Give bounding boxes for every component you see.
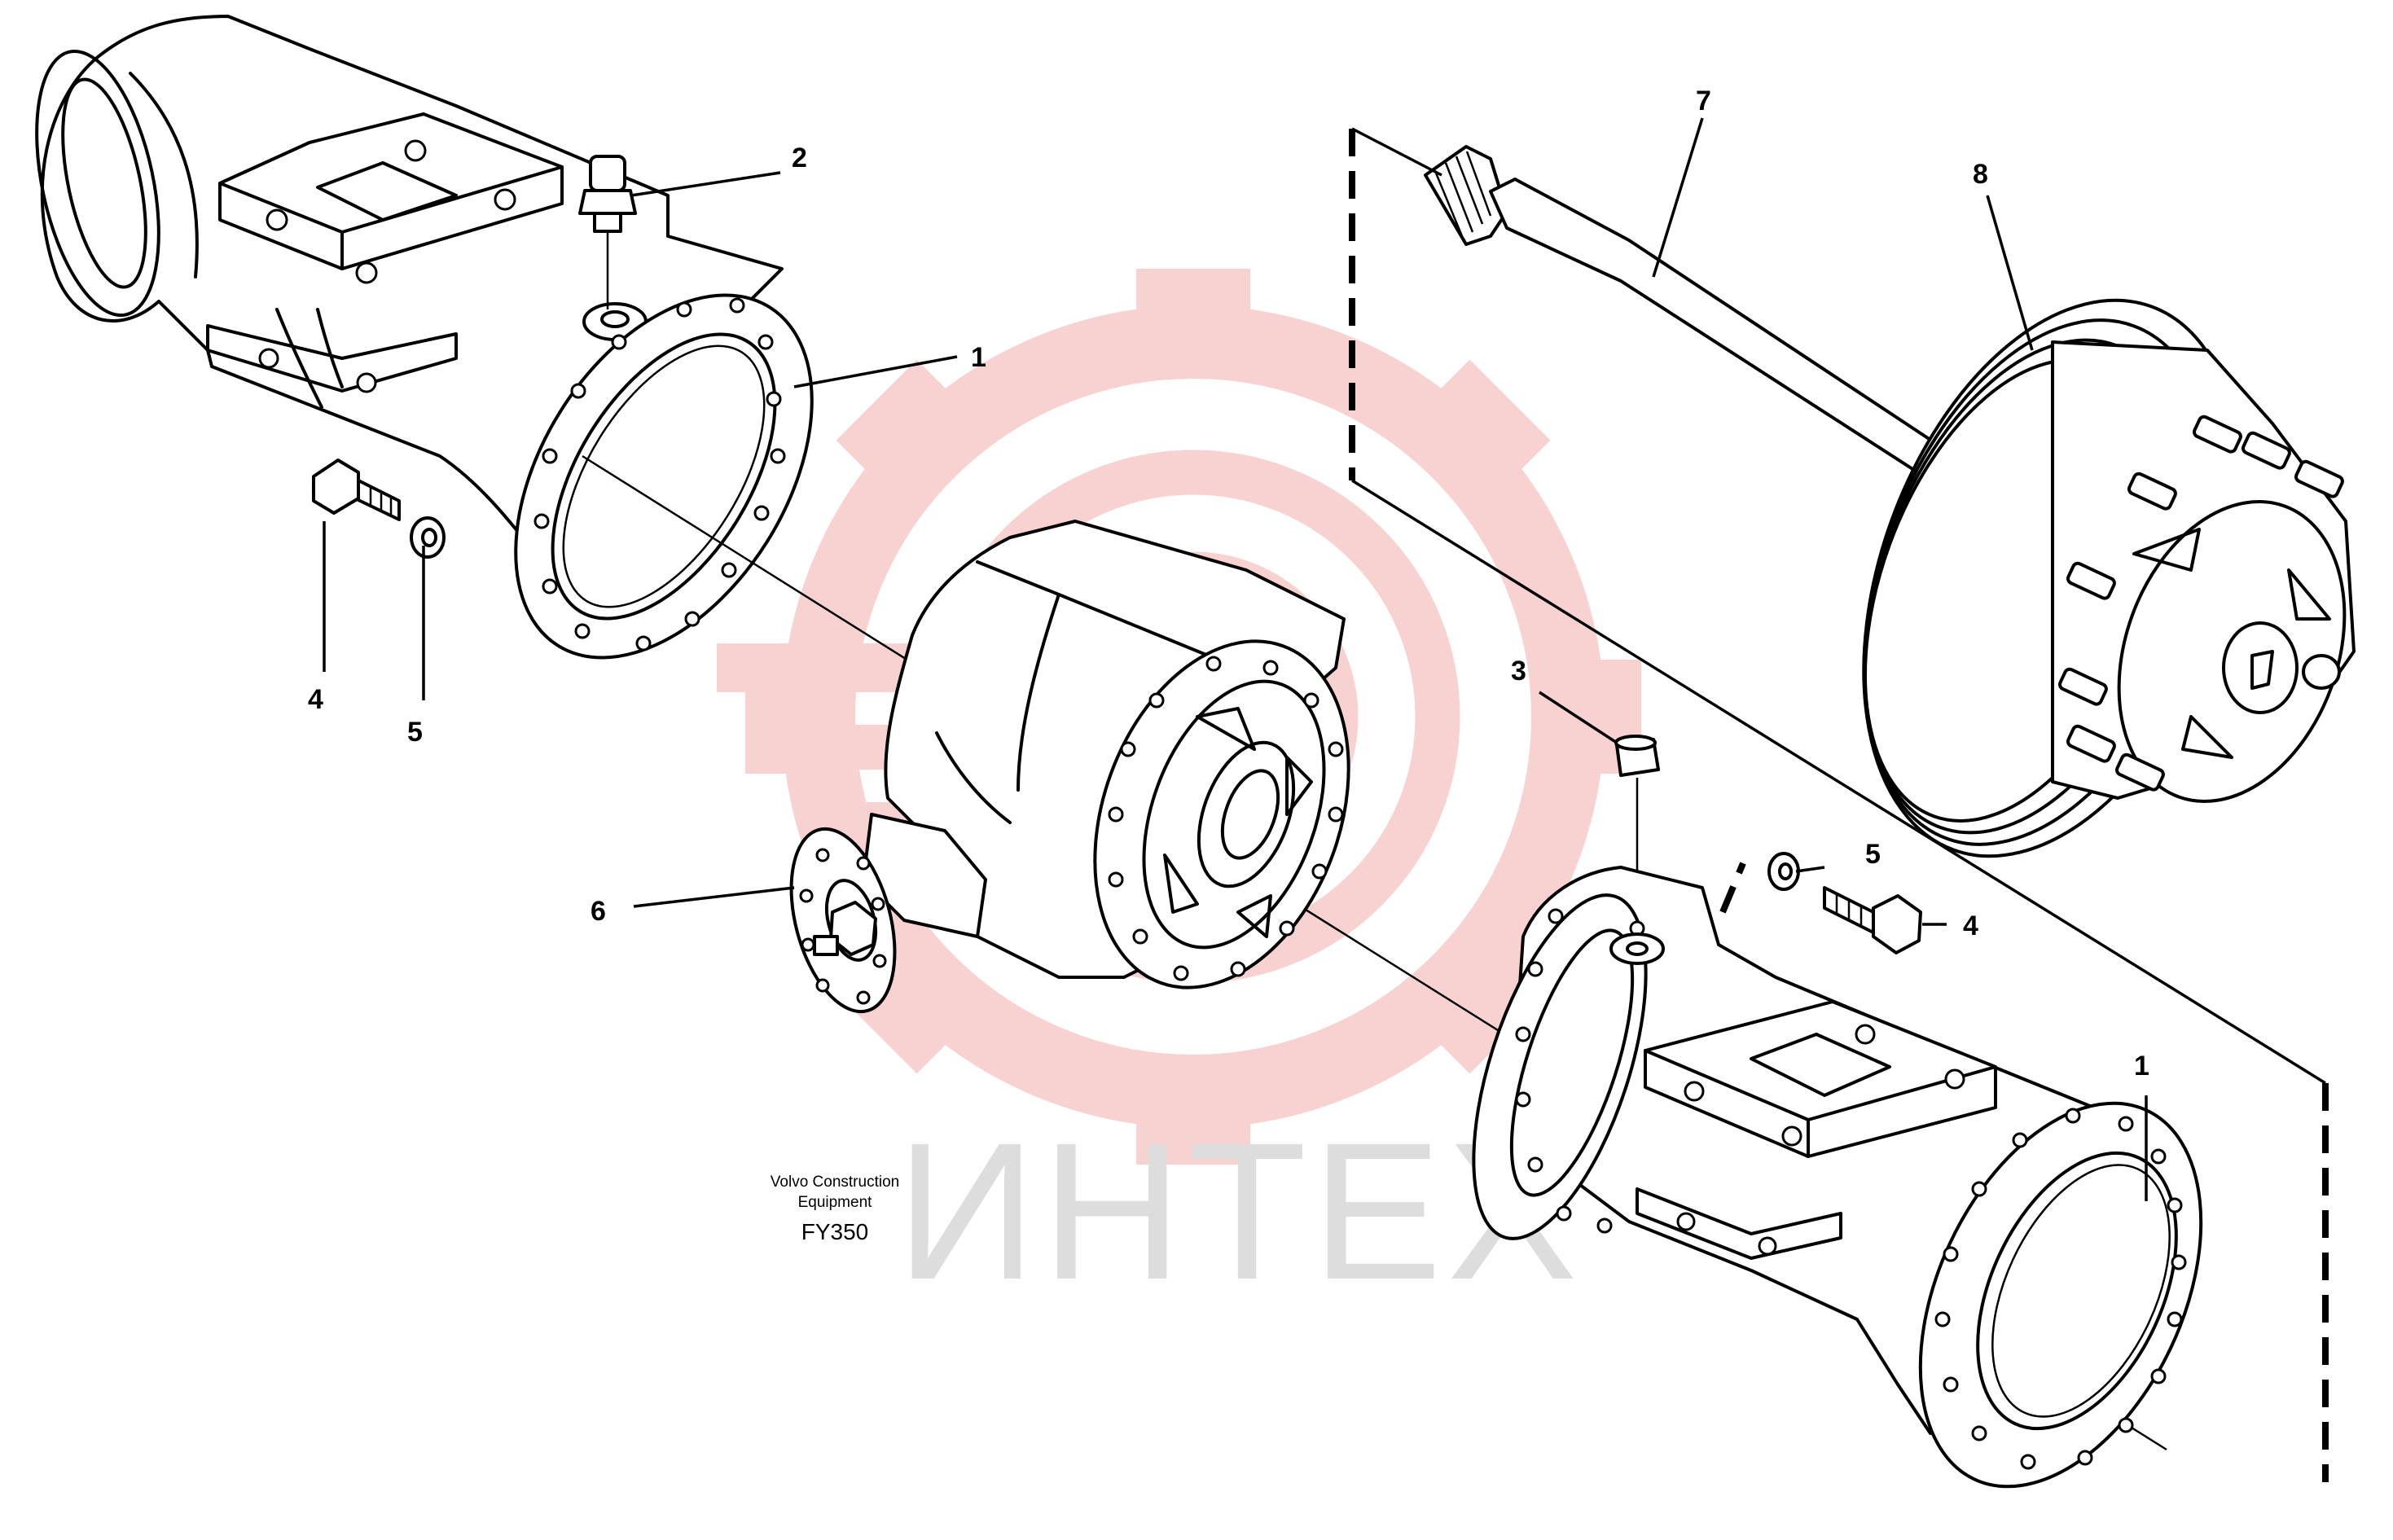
callout-7-drive-shaft: 7 — [1696, 86, 1711, 116]
washer-left — [410, 516, 446, 559]
watermark-text: ИНТЕХ — [896, 1102, 1583, 1320]
callout-2-breather: 2 — [792, 143, 807, 173]
diagram-code: FY350 — [801, 1219, 869, 1244]
axle-housing-left — [35, 15, 814, 660]
publisher-line-1: Volvo Construction — [771, 1174, 899, 1191]
callout-4-bolt-right: 4 — [1963, 910, 1978, 941]
dashed-assembly-line-bolt — [1719, 862, 1746, 914]
callout-1-left-housing: 1 — [971, 342, 986, 373]
callout-5-washer-right: 5 — [1865, 839, 1881, 870]
callout-8-hub: 8 — [1973, 159, 1988, 190]
drive-shaft — [1424, 145, 1932, 482]
callout-6-differential: 6 — [591, 896, 606, 927]
differential-carrier — [789, 520, 1350, 1014]
bolt-left — [312, 458, 401, 521]
callout-3-plug: 3 — [1511, 656, 1526, 687]
wheel-hub — [1862, 298, 2356, 858]
washer-right — [1767, 852, 1800, 891]
callout-4-bolt-left: 4 — [308, 684, 323, 715]
axle-housing-right — [1472, 866, 2203, 1489]
callout-5-washer-left: 5 — [407, 717, 423, 748]
publisher-line-2: Equipment — [798, 1194, 873, 1211]
breather-valve — [578, 155, 637, 309]
callout-1-right-housing: 1 — [2134, 1051, 2149, 1082]
plug — [1614, 735, 1660, 937]
bolt-right — [1823, 886, 1922, 954]
